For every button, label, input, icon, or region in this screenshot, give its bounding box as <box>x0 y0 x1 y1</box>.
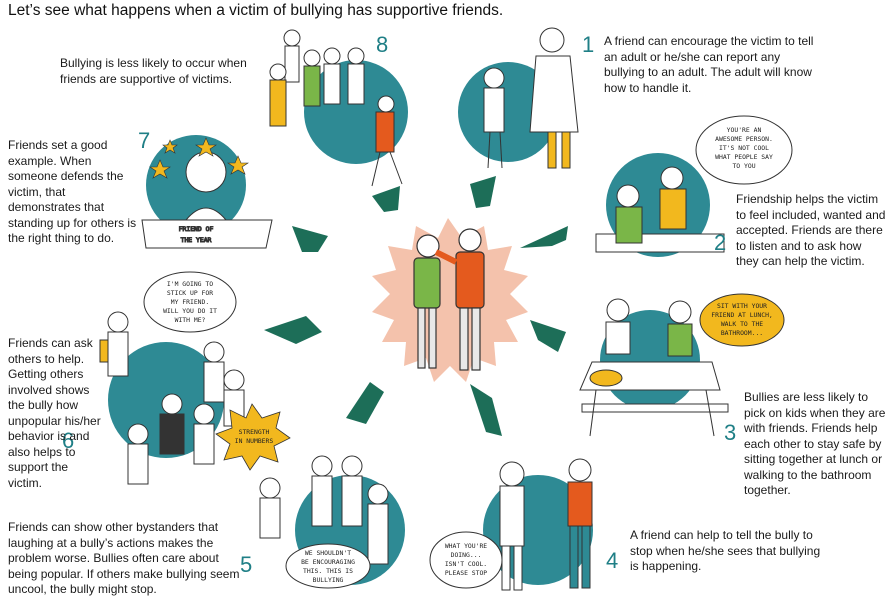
svg-text:ISN'T COOL.: ISN'T COOL. <box>445 560 487 568</box>
panel-3-illustration <box>579 298 729 437</box>
svg-text:BULLYING: BULLYING <box>313 576 344 584</box>
arrow-to-2 <box>520 226 568 248</box>
arrow-to-4 <box>470 384 502 436</box>
svg-text:WITH ME?: WITH ME? <box>175 316 206 324</box>
svg-text:DOING...: DOING... <box>451 551 482 559</box>
svg-text:WALK TO THE: WALK TO THE <box>721 320 763 328</box>
svg-text:STRENGTH: STRENGTH <box>239 428 270 436</box>
panel-2-caption: Friendship helps the victim to feel incl… <box>736 192 886 268</box>
svg-text:MY FRIEND.: MY FRIEND. <box>171 298 209 306</box>
panel-5-caption: Friends can show other bystanders that l… <box>8 520 240 596</box>
panel-4-speech-bubble <box>429 531 503 589</box>
banner-line-2: THE YEAR <box>181 236 212 244</box>
panel-7-number: 7 <box>138 128 151 153</box>
banner-line-1: FRIEND OF <box>179 225 214 233</box>
arrow-to-6 <box>264 316 322 344</box>
svg-text:WHAT YOU'RE: WHAT YOU'RE <box>445 542 487 550</box>
panel-8-figures <box>269 29 403 187</box>
panel-4-number: 4 <box>606 548 619 573</box>
strength-badge-text: STRENGTH IN NUMBERS <box>235 428 274 445</box>
arrow-to-1 <box>470 176 496 208</box>
svg-text:YOU'RE AN: YOU'RE AN <box>727 126 762 134</box>
svg-text:THIS. THIS IS: THIS. THIS IS <box>303 567 353 575</box>
panel-7-caption: Friends set a good example. When someone… <box>8 138 137 245</box>
panel-3-number: 3 <box>724 420 737 445</box>
panel-6-caption: Friends can ask others to help. Getting … <box>8 336 101 490</box>
arrow-to-7 <box>292 226 328 252</box>
panel-3-speech-text: SIT WITH YOUR FRIEND AT LUNCH, WALK TO T… <box>711 302 773 337</box>
panel-5-speech-bubble <box>285 543 371 589</box>
panel-4-figures <box>499 458 593 591</box>
panel-6-speech-bubble <box>143 271 237 333</box>
panel-2-speech-bubble <box>695 115 793 185</box>
svg-text:WILL YOU DO IT: WILL YOU DO IT <box>163 307 217 315</box>
svg-text:FRIEND AT LUNCH,: FRIEND AT LUNCH, <box>711 311 773 319</box>
panel-2-figures <box>595 166 725 253</box>
panel-4-caption: A friend can help to tell the bully to s… <box>630 528 821 573</box>
page-title: Let’s see what happens when a victim of … <box>8 2 504 19</box>
svg-text:WE SHOULDN'T: WE SHOULDN'T <box>305 549 351 557</box>
arrows <box>264 176 568 436</box>
svg-text:IT'S NOT COOL: IT'S NOT COOL <box>719 144 769 152</box>
panel-8-caption: Bullying is less likely to occur when fr… <box>60 56 247 86</box>
center-victim-figure <box>413 234 441 369</box>
panel-5-number: 5 <box>240 552 253 577</box>
arrow-to-8 <box>372 186 400 212</box>
center-friend-figure <box>434 228 485 371</box>
panel-1-number: 1 <box>582 32 595 57</box>
panel-6-speech-text: I'M GOING TO STICK UP FOR MY FRIEND. WIL… <box>163 280 217 324</box>
panel-8-number: 8 <box>376 32 389 57</box>
svg-text:WHAT PEOPLE SAY: WHAT PEOPLE SAY <box>715 153 773 161</box>
strength-badge <box>215 403 291 471</box>
svg-text:SIT WITH YOUR: SIT WITH YOUR <box>717 302 767 310</box>
star-icons <box>149 137 249 179</box>
svg-text:I'M GOING TO: I'M GOING TO <box>167 280 213 288</box>
panel-3-caption: Bullies are less likely to pick on kids … <box>744 390 886 497</box>
panel-1-caption: A friend can encourage the victim to tel… <box>604 34 814 95</box>
svg-text:IN NUMBERS: IN NUMBERS <box>235 437 274 445</box>
panel-5-speech-text: WE SHOULDN'T BE ENCOURAGING THIS. THIS I… <box>301 549 355 584</box>
center-burst <box>372 218 528 382</box>
panel-3-speech-bubble <box>699 293 785 347</box>
panel-2-speech-text: YOU'RE AN AWESOME PERSON. IT'S NOT COOL … <box>715 126 773 170</box>
svg-text:AWESOME PERSON.: AWESOME PERSON. <box>715 135 773 143</box>
panel-2-number: 2 <box>714 230 727 255</box>
arrow-to-5 <box>346 382 384 424</box>
arrow-to-3 <box>530 320 566 352</box>
panel-1-figures <box>483 27 579 169</box>
svg-text:TO YOU: TO YOU <box>732 162 755 170</box>
panel-1-circle <box>458 62 558 162</box>
panel-5-figures <box>259 455 389 565</box>
panel-4-speech-text: WHAT YOU'RE DOING... ISN'T COOL. PLEASE … <box>445 542 487 577</box>
panel-6-figures <box>99 311 245 485</box>
svg-text:BATHROOM...: BATHROOM... <box>721 329 763 337</box>
svg-text:STICK UP FOR: STICK UP FOR <box>167 289 213 297</box>
panel-6-number: 6 <box>62 428 75 453</box>
svg-text:PLEASE STOP: PLEASE STOP <box>445 569 487 577</box>
svg-text:BE ENCOURAGING: BE ENCOURAGING <box>301 558 355 566</box>
